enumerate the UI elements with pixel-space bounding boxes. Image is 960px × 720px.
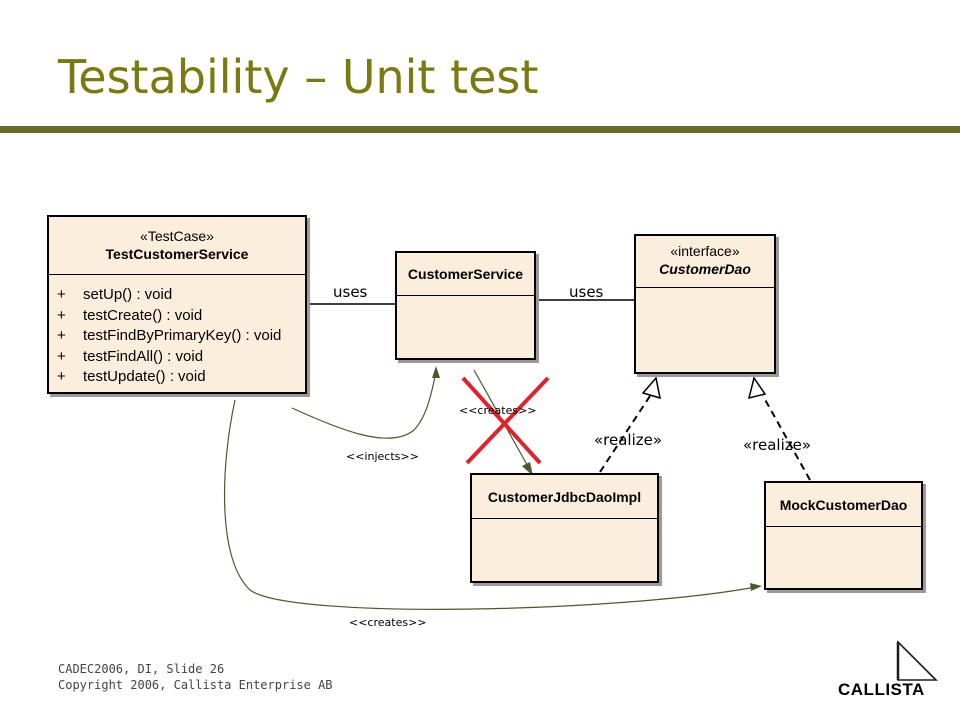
class-header: «TestCase» TestCustomerService xyxy=(49,217,305,275)
creates-mock-label: <<creates>> xyxy=(349,616,427,629)
realize-line-2 xyxy=(762,395,811,481)
visibility: + xyxy=(57,306,66,324)
operation: + setUp() : void xyxy=(57,285,305,306)
injects-arrow xyxy=(291,371,437,439)
creates-struck-label: <<creates>> xyxy=(459,404,537,417)
visibility: + xyxy=(57,347,66,365)
class-name: CustomerJdbcDaoImpl xyxy=(487,489,642,505)
class-customer-dao: «interface» CustomerDao xyxy=(634,234,776,374)
callista-logo-text: CALLISTA xyxy=(838,680,925,699)
creates-mock-arrow xyxy=(223,399,757,610)
realize-arrowhead-2 xyxy=(747,376,767,400)
operation-signature: setUp() : void xyxy=(83,286,173,303)
creates-struck-arrowhead xyxy=(522,462,533,476)
class-header: «interface» CustomerDao xyxy=(636,236,774,288)
realize-label-2: «realize» xyxy=(743,436,812,454)
visibility: + xyxy=(57,327,66,344)
realize-line-1 xyxy=(599,395,651,473)
class-operations: + setUp() : void + testCreate() : void + te… xyxy=(49,275,305,388)
operation-signature: testFindAll() : void xyxy=(83,347,204,365)
operation: + testFindAll() : void xyxy=(57,347,305,368)
realize-arrowhead-1 xyxy=(641,376,661,400)
class-customer-service: CustomerService xyxy=(395,251,536,360)
injects-label: <<injects>> xyxy=(346,450,419,463)
class-stereotype: «TestCase» xyxy=(140,228,214,244)
operation: + testUpdate() : void xyxy=(57,367,305,388)
class-name: MockCustomerDao xyxy=(779,497,908,513)
realize-label-1: «realize» xyxy=(594,431,663,449)
callista-logo-icon xyxy=(896,640,938,681)
red-cross-stroke-1 xyxy=(461,376,542,465)
class-name: TestCustomerService xyxy=(105,246,249,262)
operation-signature: testUpdate() : void xyxy=(83,368,206,385)
footer-copyright: Copyright 2006, Callista Enterprise AB xyxy=(58,678,333,692)
operation: + testFindByPrimaryKey() : void xyxy=(57,326,305,347)
class-stereotype: «interface» xyxy=(670,243,740,259)
red-cross-stroke-2 xyxy=(465,376,550,465)
class-header: CustomerService xyxy=(397,253,534,296)
class-name: CustomerService xyxy=(407,266,524,282)
class-test-customer-service: «TestCase» TestCustomerService + setUp() … xyxy=(47,215,307,394)
uses-label-2: uses xyxy=(569,283,604,301)
class-mock-customer-dao: MockCustomerDao xyxy=(764,481,923,590)
class-name: CustomerDao xyxy=(659,261,751,277)
class-header: CustomerJdbcDaoImpl xyxy=(472,475,657,519)
page-title: Testability – Unit test xyxy=(58,50,539,104)
creates-mock-arrowhead xyxy=(750,583,762,591)
footer-slide-info: CADEC2006, DI, Slide 26 xyxy=(58,662,225,676)
injects-arrowhead xyxy=(432,366,440,378)
operation-signature: testCreate() : void xyxy=(83,306,203,324)
class-customer-jdbc-dao-impl: CustomerJdbcDaoImpl xyxy=(470,473,659,583)
title-rule xyxy=(0,126,960,133)
operation: + testCreate() : void xyxy=(57,306,305,327)
uses-label-1: uses xyxy=(333,283,368,301)
visibility: + xyxy=(57,368,66,385)
visibility: + xyxy=(57,286,66,303)
operation-signature: testFindByPrimaryKey() : void xyxy=(83,327,282,344)
class-header: MockCustomerDao xyxy=(766,483,921,527)
